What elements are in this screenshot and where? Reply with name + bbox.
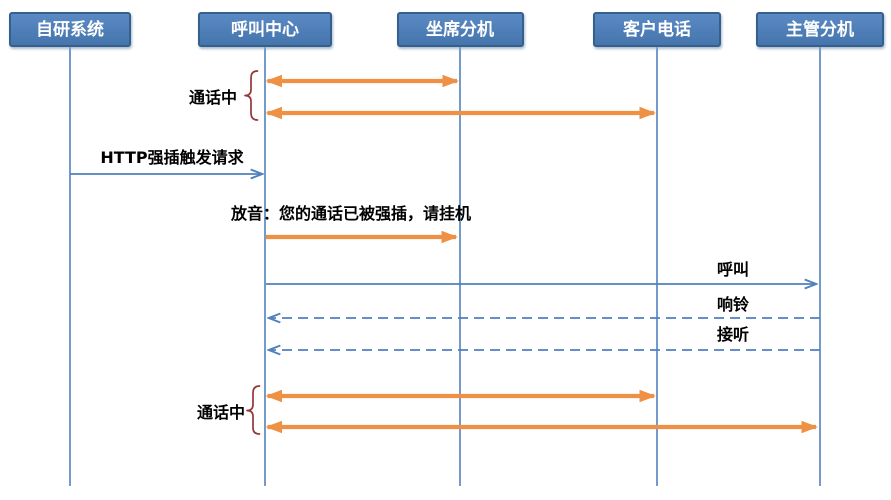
brace-top-icon — [244, 70, 259, 121]
actor-label-call-center: 呼叫中心 — [231, 19, 299, 40]
message-group-in-call-top: 通话中 — [189, 70, 657, 121]
actor-box-call-center — [198, 12, 332, 47]
actor-label-agent-extension: 坐席分机 — [426, 19, 494, 40]
message-group-in-call-bottom: 通话中 — [197, 385, 819, 435]
actor-box-agent-extension — [397, 12, 524, 47]
actor-call-center: 呼叫中心 — [198, 12, 332, 47]
message-label-call: 呼叫 — [717, 260, 749, 279]
message-label-play-audio: 放音：您的通话已被强插，请挂机 — [230, 204, 471, 223]
actor-box-supervisor-extension — [756, 12, 884, 47]
actor-self-system: 自研系统 — [9, 12, 131, 47]
message-label-ringing: 响铃 — [717, 295, 749, 314]
message-label-answer: 接听 — [717, 325, 749, 344]
message-call: 呼叫 — [266, 260, 816, 284]
actor-box-self-system — [9, 12, 131, 47]
actor-supervisor-extension: 主管分机 — [756, 12, 884, 47]
message-http-barge-request: HTTP强插触发请求 — [70, 148, 262, 174]
message-label-in-call-bottom: 通话中 — [197, 403, 245, 422]
actor-box-customer-phone — [593, 12, 721, 47]
actor-label-self-system: 自研系统 — [36, 19, 104, 40]
message-label-in-call-top: 通话中 — [189, 88, 237, 107]
actor-header-row: 自研系统 呼叫中心 坐席分机 客户电话 主管分机 — [9, 12, 884, 47]
actor-agent-extension: 坐席分机 — [397, 12, 524, 47]
actor-label-customer-phone: 客户电话 — [622, 19, 691, 40]
message-label-http-barge-request: HTTP强插触发请求 — [100, 148, 244, 167]
message-play-audio: 放音：您的通话已被强插，请挂机 — [230, 204, 471, 244]
brace-bottom-icon — [246, 385, 261, 435]
lifelines — [69, 46, 821, 486]
message-answer: 接听 — [269, 325, 820, 350]
message-ringing: 响铃 — [269, 295, 820, 318]
actor-customer-phone: 客户电话 — [593, 12, 721, 47]
actor-label-supervisor-extension: 主管分机 — [786, 19, 854, 40]
